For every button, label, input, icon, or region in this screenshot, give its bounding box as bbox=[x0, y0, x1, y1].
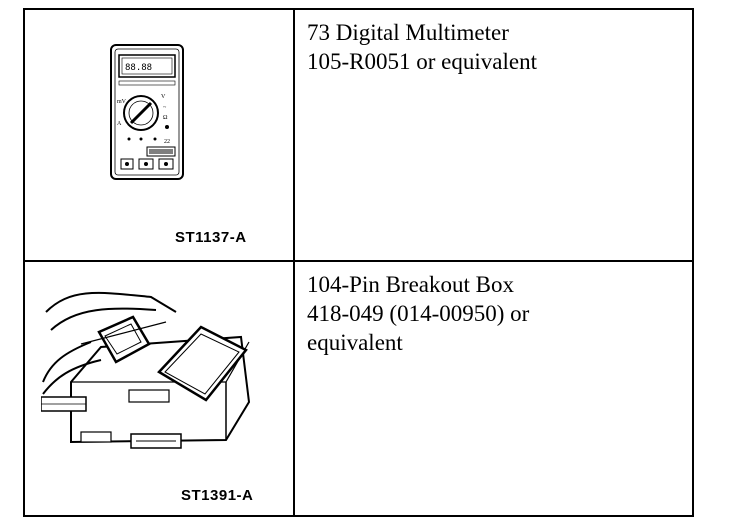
svg-text:mV: mV bbox=[117, 99, 127, 105]
breakout-box-illustration bbox=[41, 291, 251, 449]
tool-part-number: 105-R0051 or equivalent bbox=[307, 49, 537, 74]
digital-multimeter-illustration: 88.88 V ~ Ω mV A 22 bbox=[110, 44, 184, 180]
svg-text:~: ~ bbox=[163, 105, 167, 111]
svg-text:Ω: Ω bbox=[163, 115, 168, 121]
tool-illustration-cell: ST1391-A bbox=[23, 260, 295, 517]
svg-text:A: A bbox=[117, 121, 122, 127]
tool-code: ST1391-A bbox=[181, 487, 254, 504]
table-row: 88.88 V ~ Ω mV A 22 bbox=[23, 8, 694, 262]
tool-illustration-cell: 88.88 V ~ Ω mV A 22 bbox=[23, 8, 295, 262]
tool-name: 73 Digital Multimeter bbox=[307, 20, 509, 45]
svg-text:V: V bbox=[161, 94, 166, 100]
tool-description-cell: 104-Pin Breakout Box 418-049 (014-00950)… bbox=[293, 260, 694, 517]
tool-part-number-continued: equivalent bbox=[307, 330, 403, 355]
tool-part-number: 418-049 (014-00950) or bbox=[307, 301, 530, 326]
svg-text:88.88: 88.88 bbox=[125, 63, 152, 73]
svg-text:22: 22 bbox=[164, 139, 170, 145]
tool-name: 104-Pin Breakout Box bbox=[307, 272, 514, 297]
special-tools-table: 88.88 V ~ Ω mV A 22 bbox=[23, 8, 694, 517]
table-row: ST1391-A 104-Pin Breakout Box 418-049 (0… bbox=[23, 260, 694, 517]
tool-code: ST1137-A bbox=[175, 229, 247, 246]
tool-description-cell: 73 Digital Multimeter 105-R0051 or equiv… bbox=[293, 8, 694, 262]
